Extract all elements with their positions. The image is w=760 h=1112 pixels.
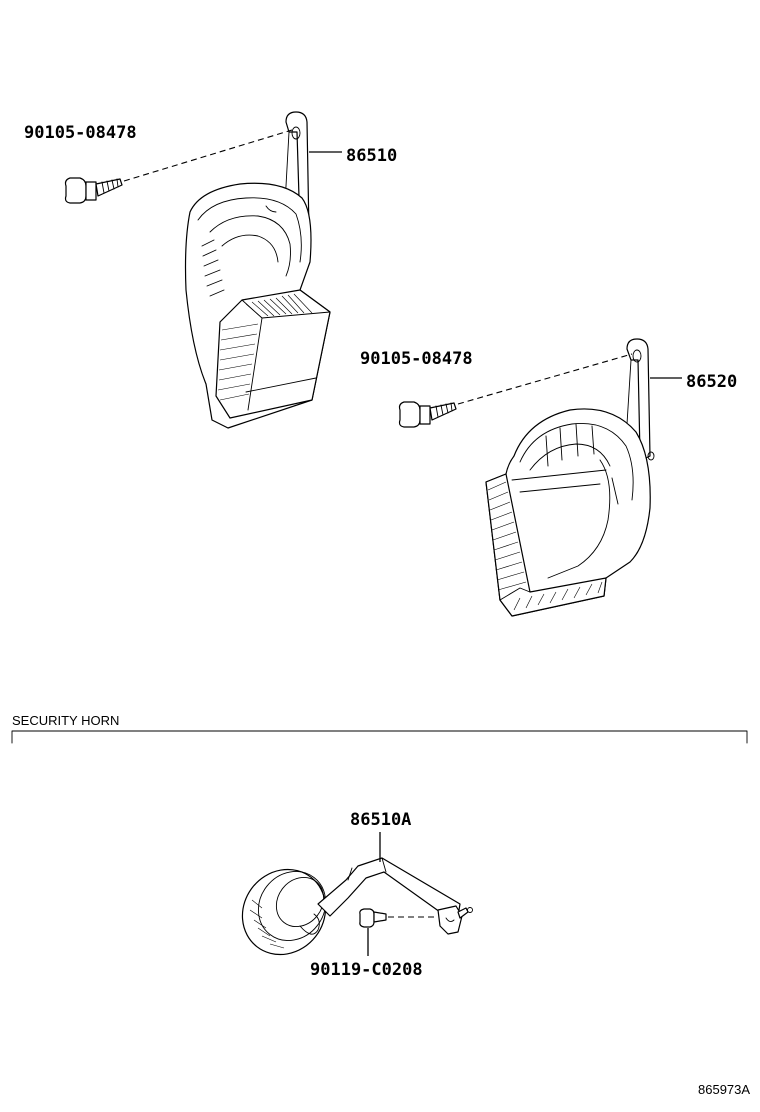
- part-number-86510[interactable]: 86510: [346, 146, 397, 166]
- section-divider: [11, 730, 748, 744]
- section-title-security-horn: SECURITY HORN: [12, 713, 119, 728]
- security-horn-86510A[interactable]: [225, 853, 473, 972]
- part-number-90105-08478-upper[interactable]: 90105-08478: [24, 123, 137, 143]
- part-number-90119-C0208[interactable]: 90119-C0208: [310, 960, 423, 980]
- bolt-90105-08478-middle[interactable]: [398, 401, 457, 428]
- bolt-90105-08478-upper[interactable]: [64, 177, 123, 204]
- part-number-90105-08478-middle[interactable]: 90105-08478: [360, 349, 473, 369]
- bolt-path-middle: [457, 353, 633, 405]
- bolt-path-upper: [123, 129, 293, 182]
- part-number-86510A[interactable]: 86510A: [350, 810, 411, 830]
- part-number-86520[interactable]: 86520: [686, 372, 737, 392]
- horn-86520[interactable]: [485, 338, 655, 617]
- horn-86510[interactable]: [184, 111, 331, 429]
- bolt-90119-C0208[interactable]: [359, 908, 387, 928]
- figure-reference: 865973A: [698, 1082, 750, 1097]
